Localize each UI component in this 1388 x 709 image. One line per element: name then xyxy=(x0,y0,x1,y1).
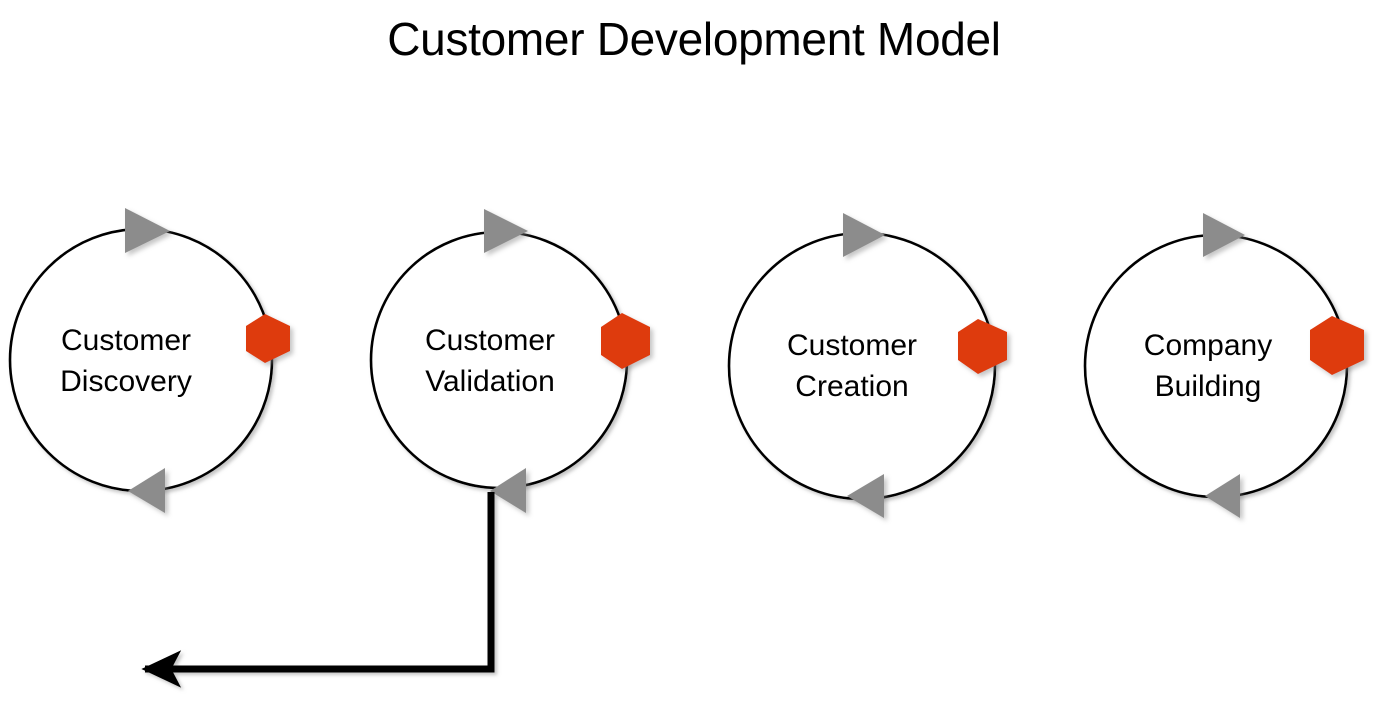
milestone-hexagon-customer-validation-icon[interactable] xyxy=(601,313,650,369)
stage-customer-creation[interactable] xyxy=(727,213,1007,518)
milestone-hexagon-customer-discovery-icon[interactable] xyxy=(246,314,290,363)
milestone-hexagon-company-building-icon[interactable] xyxy=(1310,316,1364,375)
milestone-hexagon-customer-creation-icon[interactable] xyxy=(958,319,1007,374)
stage-circle-customer-discovery xyxy=(8,227,274,493)
feedback-loop-validation-to-discovery xyxy=(114,490,510,688)
stage-company-building[interactable] xyxy=(1083,213,1364,518)
stage-circle-customer-validation xyxy=(369,230,629,490)
cycle-arrowhead-bottom-icon xyxy=(490,468,526,513)
cycle-arrowhead-bottom-icon xyxy=(1205,474,1240,518)
cycle-arrowhead-top-icon xyxy=(1203,213,1245,257)
stage-customer-discovery[interactable] xyxy=(8,208,290,513)
stage-customer-validation[interactable] xyxy=(369,209,650,513)
stage-circle-company-building xyxy=(1083,233,1349,499)
page-title: Customer Development Model xyxy=(387,13,1001,65)
cycle-arrowhead-top-icon xyxy=(843,213,885,257)
stage-circle-customer-creation xyxy=(727,231,997,501)
cycle-arrowhead-top-icon xyxy=(125,208,170,253)
feedback-loop-path xyxy=(141,492,495,688)
cycle-arrowhead-top-icon xyxy=(484,209,528,253)
cycle-arrowhead-bottom-icon xyxy=(847,474,884,518)
